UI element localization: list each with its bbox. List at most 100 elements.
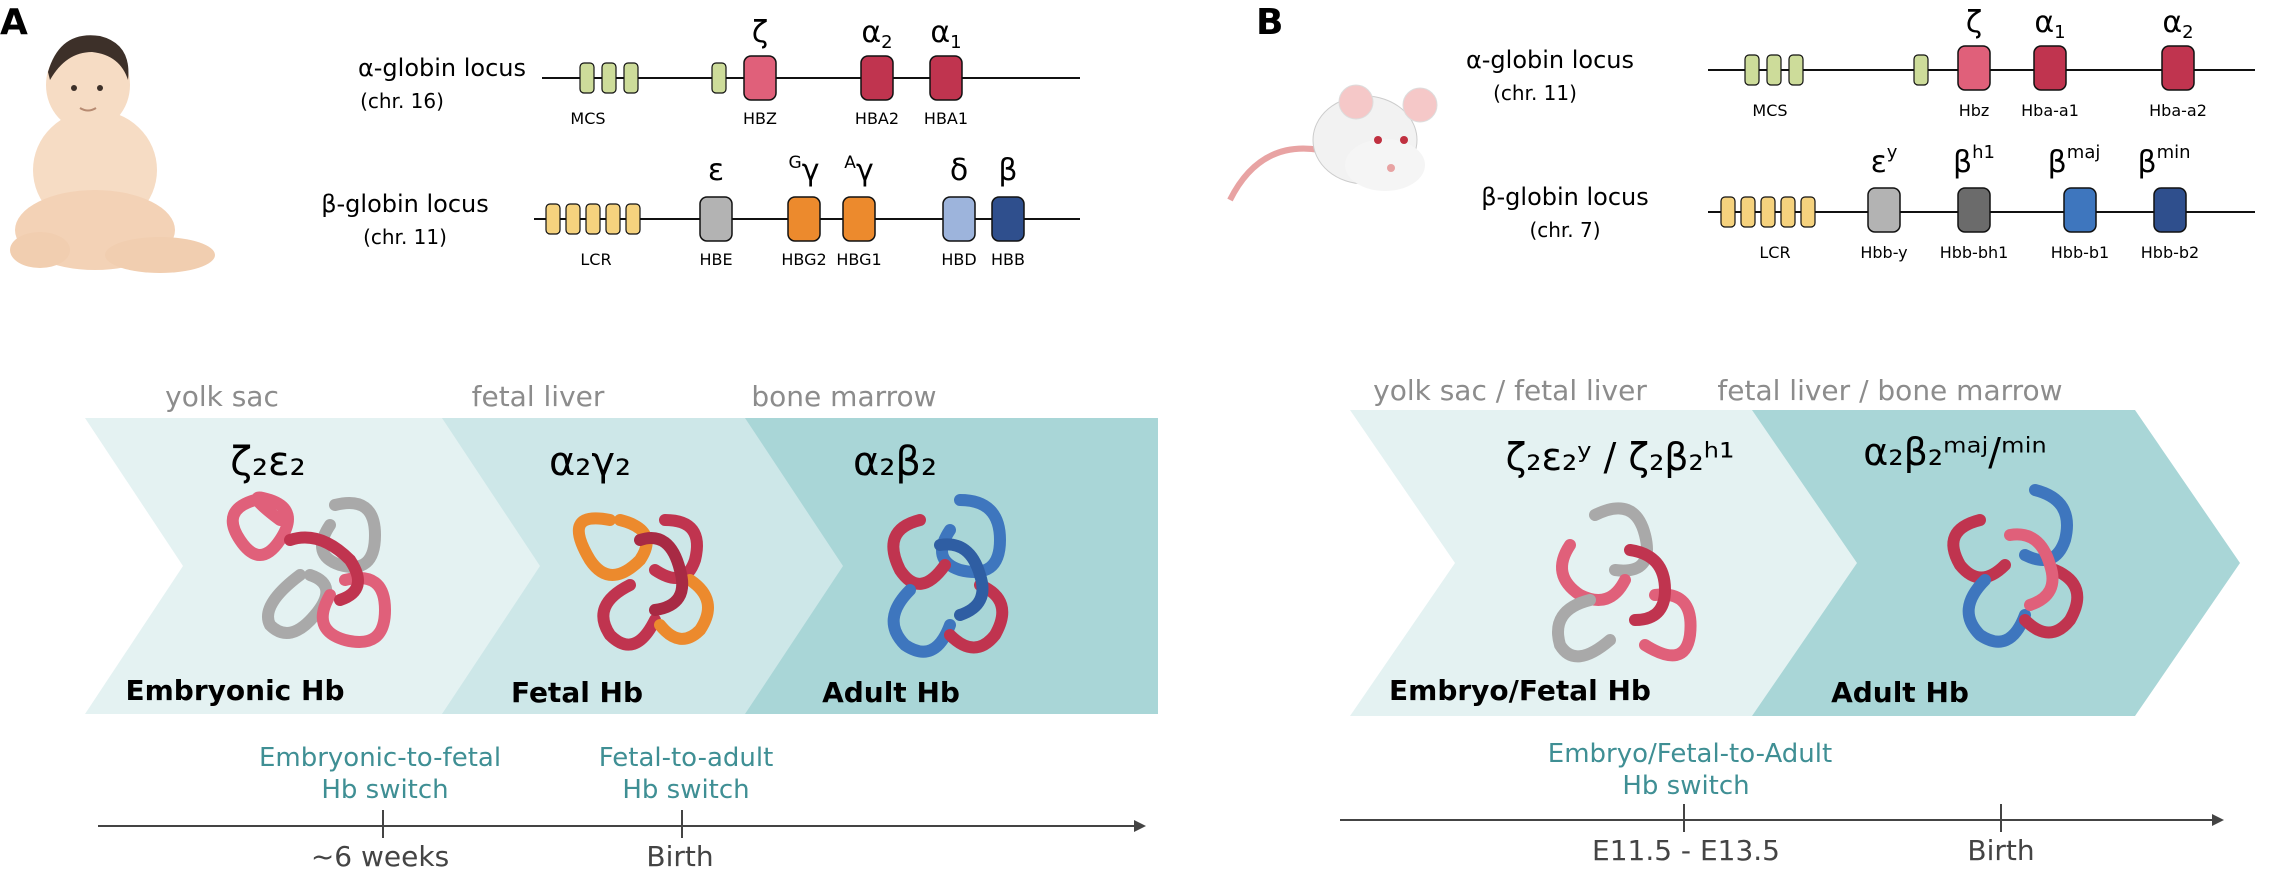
gene-name: Hbz [1959,101,1990,120]
gene-hbz: ζ HBZ [743,15,777,128]
gene-subscript: 1 [950,32,961,53]
gene-name: Hbb-b2 [2141,243,2199,262]
gene-name: HBZ [743,109,777,128]
panel-b-letter: B [1256,2,1283,43]
mcs-elements-b [1744,54,1929,86]
hemoglobin-molecule-fetal [572,512,714,651]
stage-site: yolk sac [165,380,279,413]
lcr-elements-a [545,203,641,235]
gene-name: Hba-a2 [2149,101,2207,120]
stage-formula: α₂γ₂ [549,439,631,485]
svg-text:βmin: βmin [2137,142,2190,180]
lcr-label-a: LCR [580,250,611,269]
gene-symbol: ε [708,153,724,188]
panel-a: A α-globin locus (chr. 16) MCS [0,2,1158,873]
stage-arrows-b [1350,410,2240,716]
gene-superscript: maj [2067,142,2101,163]
gene-superscript: min [2157,142,2191,163]
stage-adult-a: bone marrow α₂β₂ Adult Hb [751,380,1009,709]
gene-symbol: α [2162,5,2182,40]
stage-embryo-fetal: yolk sac / fetal liver ζ₂ε₂ʸ / ζ₂β₂ʰ¹ Em… [1373,374,1734,707]
svg-text:εy: εy [1871,142,1898,180]
beta-locus-a: β-globin locus (chr. 11) LCR ε HBE Gγ HB… [321,153,1080,269]
hemoglobin-molecule-adult-mouse [1947,484,2084,648]
beta-locus-chrom-b: (chr. 7) [1529,218,1600,242]
alpha-locus-a: α-globin locus (chr. 16) MCS ζ HBZ α2 HB… [358,15,1080,128]
stage-formula: α₂β₂ᵐᵃʲ/ᵐⁱⁿ [1863,430,2046,474]
hemoglobin-molecule-embryonic [226,491,392,648]
gene-hbd: δ HBD [941,153,976,269]
stage-adult-b: fetal liver / bone marrow α₂β₂ᵐᵃʲ/ᵐⁱⁿ Ad… [1717,374,2084,709]
gene-hbg2: Gγ HBG2 [781,153,826,269]
beta-locus-chrom-a: (chr. 11) [363,225,447,249]
svg-text:Aγ: Aγ [844,153,873,188]
svg-text:α2: α2 [2162,5,2193,43]
gene-prefix: G [789,153,802,173]
mcs-label-b: MCS [1752,101,1787,120]
stage-embryonic: yolk sac ζ₂ε₂ Embryonic Hb [126,380,392,707]
gene-symbol: α [861,15,881,50]
svg-text:βmaj: βmaj [2048,142,2101,180]
gene-hba1: α1 HBA1 [924,15,968,128]
gene-symbol: ζ [1966,5,1982,40]
switch-line1: Embryo/Fetal-to-Adult [1548,739,1832,769]
timeline-a: Embryonic-to-fetal Hb switch Fetal-to-ad… [98,743,1146,873]
switch-line1: Fetal-to-adult [599,743,774,773]
svg-text:Gγ: Gγ [789,153,820,188]
gene-prefix: A [844,153,856,173]
gene-name: Hbb-bh1 [1940,243,2009,262]
gene-symbol: β [2137,145,2156,180]
beta-locus-b: β-globin locus (chr. 7) LCR εy Hbb-y βh1… [1481,142,2255,262]
gene-symbol: δ [950,153,968,188]
alpha-locus-title-a: α-globin locus [358,54,526,82]
gene-subscript: 2 [881,32,892,53]
panel-b: B α-globin locus (chr. 11) MCS [1227,2,2255,867]
stage-label: Embryo/Fetal Hb [1389,674,1651,707]
stage-formula: ζ₂ε₂ [230,439,305,485]
gene-symbol: ε [1871,145,1887,180]
stage-site: bone marrow [751,380,936,413]
gene-name: HBE [699,250,732,269]
alpha-locus-chrom-b: (chr. 11) [1493,81,1577,105]
stage-label: Adult Hb [1831,676,1969,709]
lcr-elements-b [1720,196,1816,228]
stage-label: Adult Hb [822,676,960,709]
gene-symbol: ζ [752,15,768,50]
gene-name: HBD [941,250,976,269]
gene-name: HBG2 [781,250,826,269]
stage-formula: ζ₂ε₂ʸ / ζ₂β₂ʰ¹ [1506,435,1735,479]
hemoglobin-molecule-embryo-fetal [1552,502,1697,663]
stage-label: Fetal Hb [511,676,643,709]
alpha-locus-title-b: α-globin locus [1466,46,1634,74]
alpha-locus-b: α-globin locus (chr. 11) MCS ζ Hbz α1 Hb… [1466,5,2255,120]
gene-hba-a1: α1 Hba-a1 [2021,5,2079,120]
gene-symbol: α [930,15,950,50]
alpha-locus-chrom-a: (chr. 16) [360,89,444,113]
gene-subscript: 1 [2054,22,2065,43]
gene-name: HBA1 [924,109,968,128]
gene-name: Hba-a1 [2021,101,2079,120]
hemoglobin-molecule-adult [887,494,1009,658]
gene-symbol: β [998,153,1017,188]
gene-hbb: β HBB [991,153,1025,269]
gene-name: Hbb-y [1860,243,1907,262]
gene-name: HBB [991,250,1025,269]
gene-hbz-mouse: ζ Hbz [1957,5,1991,120]
panel-a-letter: A [0,2,28,43]
gene-hbb-b1: βmaj Hbb-b1 [2048,142,2110,262]
timeline-b: Embryo/Fetal-to-Adult Hb switch E11.5 - … [1340,739,2224,867]
timeline-time: Birth [646,840,713,873]
gene-superscript: h1 [1972,142,1995,163]
beta-locus-title-a: β-globin locus [321,190,489,218]
stage-label: Embryonic Hb [126,674,345,707]
gene-hbb-bh1: βh1 Hbb-bh1 [1940,142,2009,262]
gene-superscript: y [1887,142,1898,163]
svg-text:α1: α1 [930,15,961,53]
beta-locus-title-b: β-globin locus [1481,183,1649,211]
gene-symbol: β [2048,145,2067,180]
mouse-illustration [1227,84,1438,202]
timeline-time: E11.5 - E13.5 [1592,834,1780,867]
gene-name: HBA2 [855,109,899,128]
gene-name: Hbb-b1 [2051,243,2109,262]
